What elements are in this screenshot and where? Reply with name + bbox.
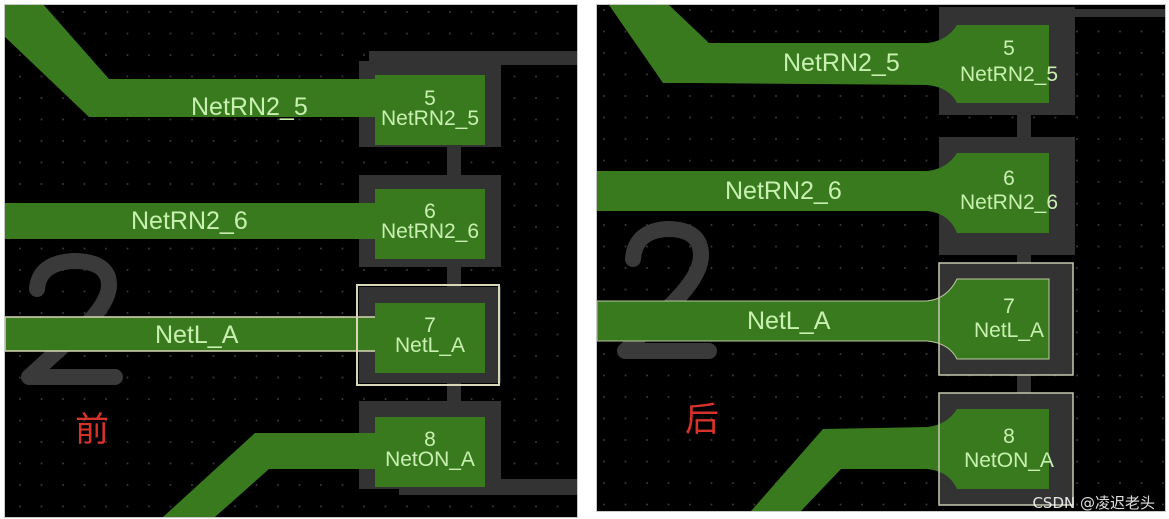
pad-net-6: NetRN2_6 (381, 220, 479, 243)
trace-label-netrn2-5: NetRN2_5 (783, 49, 900, 77)
selection-box-pad-7 (938, 262, 1074, 376)
watermark: CSDN @凌迟老头 (1032, 494, 1155, 512)
selection-box-pad-8 (938, 392, 1074, 506)
pad-link-7-8 (447, 383, 461, 401)
trace-netrn2-6[interactable] (5, 203, 377, 239)
trace-netrn2-6[interactable] (597, 153, 1049, 233)
pad-link-7-8 (1017, 375, 1031, 393)
pad-number-6: 6 (424, 200, 436, 223)
pad-net-8: NetON_A (964, 449, 1054, 472)
pad-net-8: NetON_A (385, 448, 475, 471)
pcb-view-after[interactable]: NetRN2_5 NetRN2_6 NetL_A 5 NetRN2_5 6 Ne… (596, 4, 1166, 512)
selection-box-pad-7 (356, 284, 500, 386)
pad-number-8: 8 (1003, 425, 1015, 448)
trace-netrn2-5[interactable] (609, 5, 1049, 103)
trace-netl-a[interactable] (597, 278, 1050, 360)
silkscreen-designator-2 (617, 221, 717, 359)
pad-number-8: 8 (424, 428, 436, 451)
trace-label-netrn2-6: NetRN2_6 (725, 177, 842, 205)
pcb-canvas-before[interactable]: NetRN2_5 NetRN2_6 NetL_A 5 NetRN2_5 6 Ne… (5, 5, 577, 517)
annotation-after: 后 (685, 400, 719, 440)
trace-label-netrn2-5: NetRN2_5 (191, 93, 308, 121)
pad-8[interactable] (375, 417, 485, 487)
pad-link-5-6 (1017, 115, 1031, 137)
pad-number-5: 5 (1003, 37, 1015, 60)
trace-netl-a[interactable] (5, 316, 378, 352)
pad-net-7: NetL_A (974, 319, 1044, 342)
pad-number-7: 7 (424, 314, 436, 337)
pad-link-6-7 (447, 267, 461, 287)
pad-7[interactable] (375, 303, 485, 373)
trace-label-netl-a: NetL_A (747, 307, 831, 335)
pad-net-7: NetL_A (395, 334, 465, 357)
pad-net-5: NetRN2_5 (960, 63, 1058, 86)
pad-5[interactable] (375, 75, 485, 145)
trace-neton-a[interactable] (751, 409, 1049, 511)
trace-label-netrn2-6: NetRN2_6 (131, 207, 248, 235)
pad-link-6-7 (1017, 255, 1031, 263)
pad-number-7: 7 (1003, 295, 1015, 318)
pcb-canvas-after[interactable]: NetRN2_5 NetRN2_6 NetL_A 5 NetRN2_5 6 Ne… (597, 5, 1165, 511)
trace-neton-a[interactable] (163, 433, 377, 517)
pad-number-6: 6 (1003, 167, 1015, 190)
annotation-before: 前 (75, 410, 109, 450)
pad-6[interactable] (375, 189, 485, 259)
pad-link-5-6 (447, 147, 461, 175)
component-body-top (1073, 9, 1165, 17)
trace-label-netl-a: NetL_A (155, 321, 239, 349)
pad-net-6: NetRN2_6 (960, 191, 1058, 214)
pad-number-5: 5 (424, 87, 436, 110)
pad-net-5: NetRN2_5 (381, 107, 479, 130)
trace-netrn2-5[interactable] (5, 5, 375, 117)
pcb-view-before[interactable]: NetRN2_5 NetRN2_6 NetL_A 5 NetRN2_5 6 Ne… (4, 4, 578, 518)
